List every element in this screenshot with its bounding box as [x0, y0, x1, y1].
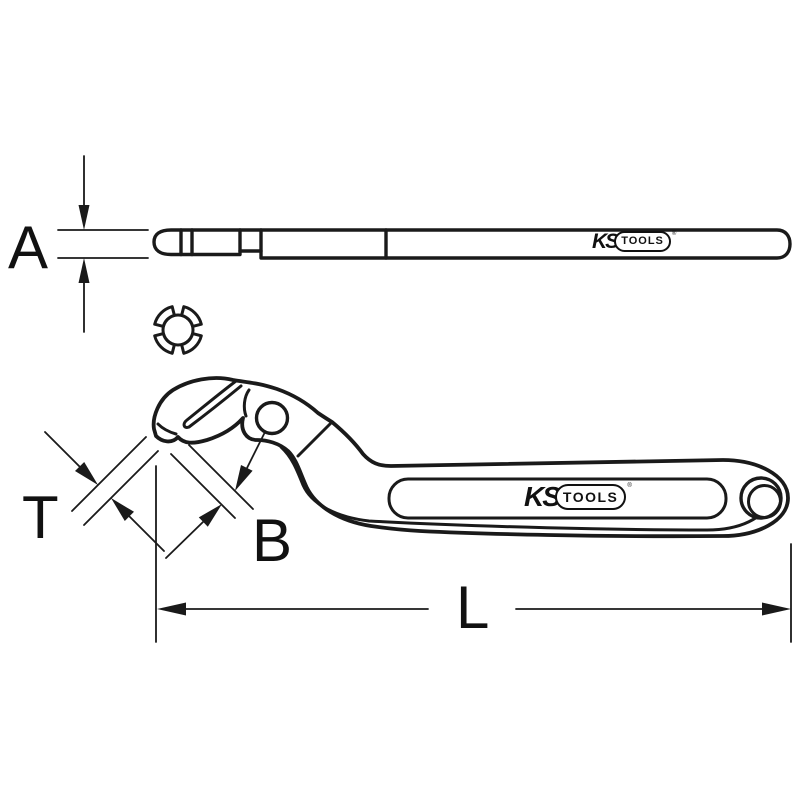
dim-b-arrow-lines: [165, 431, 266, 559]
dim-t-arrowhead-upper: [75, 462, 98, 485]
nut-segment-se: [180, 332, 203, 355]
registered-mark: ®: [627, 483, 632, 489]
neck-crease-line: [296, 420, 334, 458]
nut-segment-nw: [153, 305, 176, 328]
brand-tools-badge: TOOLS: [554, 484, 627, 510]
dim-l-arrowhead-left: [157, 602, 186, 616]
dim-b-witness-lines: [170, 444, 254, 519]
dim-t-arrow-lines: [44, 431, 165, 552]
side-view-hinge-lines: [179, 228, 388, 260]
dim-a-arrowhead-bottom: [78, 258, 90, 283]
dim-b: [165, 431, 266, 559]
dim-label-a: A: [8, 214, 49, 281]
pivot-circle: [254, 400, 290, 436]
brand-ks-text: KS: [524, 481, 561, 512]
dim-t-witness-lines: [71, 436, 159, 526]
hook-blade-line: [182, 379, 243, 429]
dim-label-l: L: [456, 574, 490, 641]
brand-ks-text: KS: [592, 230, 619, 253]
dim-a: [57, 155, 149, 333]
dim-l: [155, 465, 792, 643]
dim-t-arrowhead-lower: [111, 498, 134, 521]
dim-l-arrowhead-right: [762, 602, 791, 616]
joint-housing-line: [242, 388, 251, 418]
side-view-outline: [152, 228, 792, 260]
dim-b-arrowhead-lower: [198, 504, 222, 527]
dim-a-witness-lines: [57, 229, 149, 259]
dim-label-b: B: [252, 507, 293, 574]
handle-thickness-line: [279, 445, 774, 532]
dim-b-arrowhead-upper: [235, 465, 253, 491]
slotted-nut-icon: [153, 305, 203, 355]
brand-logo-side-view: KS TOOLS ®: [592, 231, 676, 252]
nut-segment-ne: [180, 305, 203, 328]
registered-mark: ®: [671, 231, 677, 237]
dim-label-t: T: [22, 484, 59, 551]
hang-hole-inner: [747, 484, 782, 519]
hook-tip-edge-line: [156, 422, 178, 436]
nut-inner-circle: [161, 313, 195, 347]
main-view: [151, 376, 790, 539]
brand-tools-badge: TOOLS: [614, 231, 671, 252]
dim-a-arrowhead-top: [78, 205, 90, 230]
brand-logo-handle: KS TOOLS ®: [524, 483, 632, 511]
side-view: [152, 228, 792, 260]
dim-t: [44, 431, 165, 552]
nut-segment-sw: [153, 332, 176, 355]
